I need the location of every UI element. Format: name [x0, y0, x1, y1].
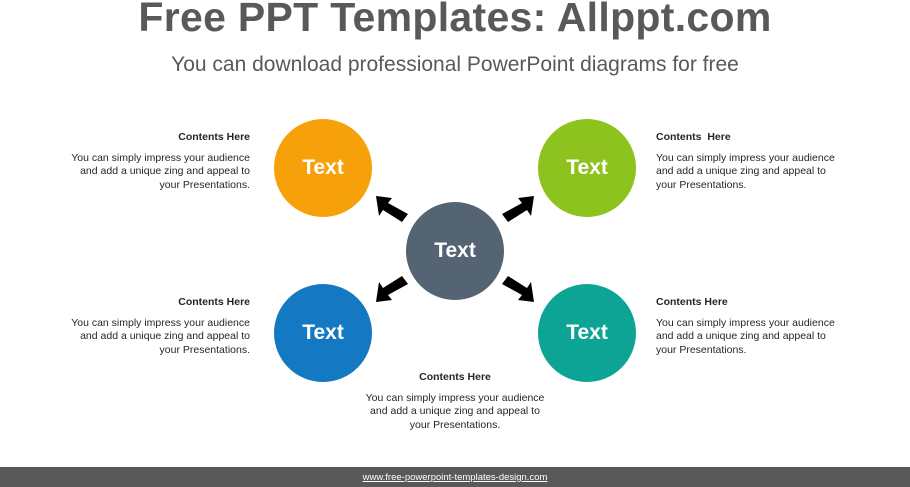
- text-block-body: You can simply impress your audience and…: [71, 151, 250, 191]
- footer-bar: www.free-powerpoint-templates-design.com: [0, 467, 910, 487]
- text-block-bottom-right: Contents Here You can simply impress you…: [656, 296, 896, 357]
- arrow-down-right-icon: [502, 276, 534, 302]
- circle-bottom-left-label: Text: [302, 321, 344, 344]
- circle-bottom-left: Text: [274, 284, 372, 382]
- text-block-body: You can simply impress your audience and…: [656, 151, 835, 191]
- text-block-body: You can simply impress your audience and…: [656, 316, 835, 356]
- text-block-heading: Contents Here: [656, 296, 728, 308]
- page-subtitle: You can download professional PowerPoint…: [171, 53, 739, 76]
- text-block-bottom-left: Contents Here You can simply impress you…: [10, 296, 250, 357]
- text-block-top-left: Contents Here You can simply impress you…: [10, 131, 250, 192]
- text-block-body: You can simply impress your audience and…: [71, 316, 250, 356]
- text-block-heading: Contents Here: [178, 296, 250, 308]
- page-title: Free PPT Templates: Allppt.com: [138, 0, 772, 40]
- arrow-down-left-icon: [376, 276, 408, 302]
- arrow-up-left-icon: [376, 196, 408, 222]
- circle-bottom-right-label: Text: [566, 321, 608, 344]
- center-circle: Text: [406, 202, 504, 300]
- footer-url[interactable]: www.free-powerpoint-templates-design.com: [362, 471, 548, 483]
- text-block-body: You can simply impress your audience and…: [365, 391, 545, 431]
- arrow-up-right-icon: [502, 196, 534, 222]
- circle-bottom-right: Text: [538, 284, 636, 382]
- text-block-heading: Contents Here: [656, 131, 731, 143]
- circle-top-left-label: Text: [302, 156, 344, 179]
- text-block-heading: Contents Here: [419, 371, 491, 383]
- circle-top-right: Text: [538, 119, 636, 217]
- center-circle-label: Text: [434, 239, 476, 262]
- text-block-bottom-center: Contents Here You can simply impress you…: [335, 371, 575, 432]
- text-block-heading: Contents Here: [178, 131, 250, 143]
- circle-top-right-label: Text: [566, 156, 608, 179]
- text-block-top-right: Contents Here You can simply impress you…: [656, 131, 896, 192]
- circle-top-left: Text: [274, 119, 372, 217]
